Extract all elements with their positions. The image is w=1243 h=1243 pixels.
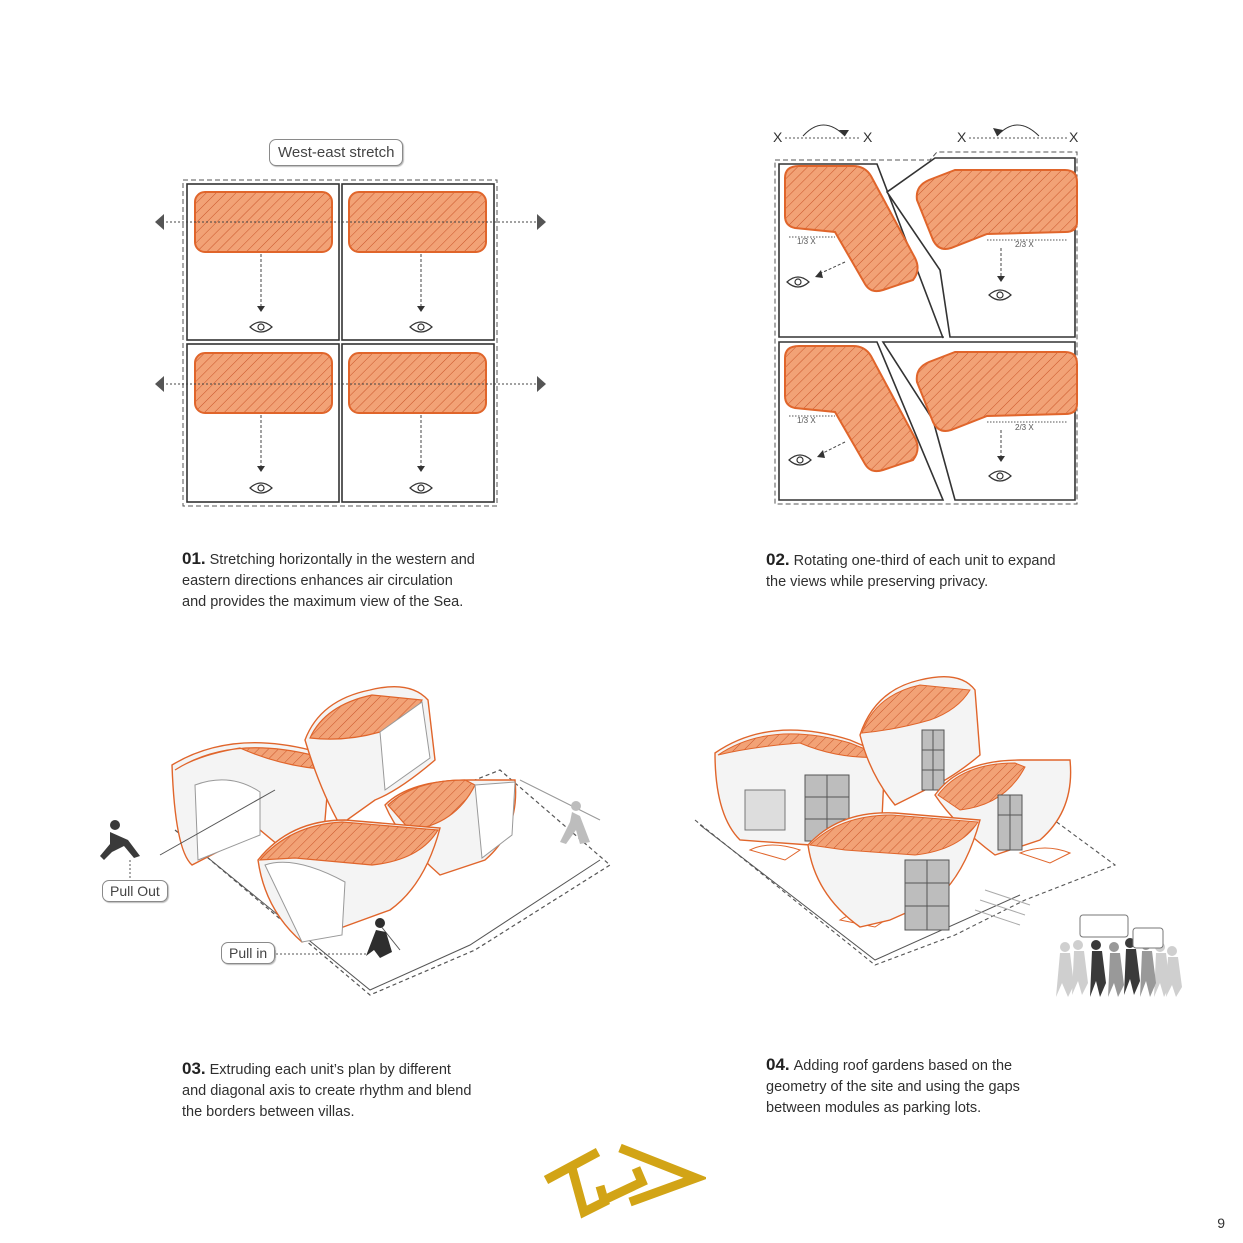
site-outline [694,794,1117,966]
west-east-stretch-label: West-east stretch [269,139,404,166]
person-pulling-icon [366,918,392,958]
caption-number: 04. [766,1055,790,1074]
caption-line: between modules as parking lots. [766,1100,982,1116]
eye-icon [249,321,433,494]
caption-01: 01.Stretching horizontally in the wester… [182,548,475,613]
diagram-extrusion [100,685,612,996]
dimension-label: 2/3 X [1015,423,1034,432]
caption-04: 04.Adding roof gardens based on the geom… [766,1054,1020,1119]
person-pulling-icon [100,820,140,860]
rope [159,789,276,856]
logo-icon [543,1143,706,1219]
unit-nw [784,165,919,293]
arrow-west-icon [155,376,164,392]
diagram-rotation: X X X X 1/3 X 2/3 X 1/3 X 2/3 X [773,124,1079,505]
caption-line: the views while preserving privacy. [766,574,989,590]
axis-mark: X [957,129,967,145]
arrow-east-icon [537,376,546,392]
unit-se [915,351,1078,432]
caption-02: 02.Rotating one-third of each unit to ex… [766,549,1056,593]
page-number: 9 [1217,1215,1225,1231]
caption-line: Rotating one-third of each unit to expan… [793,553,1056,569]
caption-line: Stretching horizontally in the western a… [209,552,475,568]
people-dancing-icon [1056,914,1182,997]
caption-line: the borders between villas. [182,1104,355,1120]
person-pulling-icon [560,801,590,844]
caption-number: 02. [766,550,790,569]
caption-line: eastern directions enhances air circulat… [182,573,453,589]
site-boundary [182,179,498,507]
diagram-roof-gardens [694,676,1182,997]
unit-se [348,352,487,414]
rotate-arrow-icon [802,124,846,137]
caption-number: 01. [182,549,206,568]
caption-line: Adding roof gardens based on the [793,1058,1013,1074]
unit-ne [915,169,1078,250]
axis-mark: X [1069,129,1079,145]
site-outline [174,769,612,996]
axis-mark: X [773,129,783,145]
pull-in-label: Pull in [221,942,276,964]
arrow-east-icon [537,214,546,230]
axis-mark: X [863,129,873,145]
rotate-arrow-icon [996,124,1040,137]
caption-line: Extruding each unit’s plan by different [209,1062,451,1078]
caption-line: and provides the maximum view of the Sea… [182,594,464,610]
diagram-west-east-stretch [155,179,546,507]
arrow-west-icon [155,214,164,230]
unit-ne [348,191,487,253]
caption-number: 03. [182,1059,206,1078]
dimension-label: 1/3 X [797,237,816,246]
dimension-label: 1/3 X [797,416,816,425]
unit-sw [784,345,919,473]
pull-out-label: Pull Out [102,880,168,902]
unit-sw [194,352,333,414]
caption-line: and diagonal axis to create rhythm and b… [182,1083,472,1099]
caption-line: geometry of the site and using the gaps [766,1079,1020,1095]
eye-icon [786,276,1012,482]
caption-03: 03.Extruding each unit’s plan by differe… [182,1058,471,1123]
dimension-label: 2/3 X [1015,240,1034,249]
